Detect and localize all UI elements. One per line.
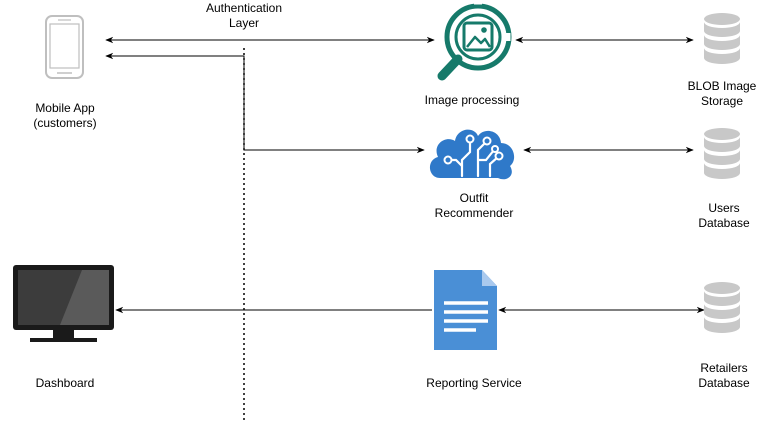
smartphone-icon [45,15,84,79]
reporting-service-label: Reporting Service [426,376,522,390]
auth-layer-label: Authentication Layer [205,1,283,30]
mobile-app-label: Mobile App (customers) [33,101,97,130]
blob-storage-label: BLOB Image Storage [687,79,757,108]
database-icon [704,282,740,333]
edge-recommender-mobile [105,52,425,154]
retailers-db-label: Retailers Database [698,361,750,390]
database-icon [704,128,740,179]
dashboard-label: Dashboard [35,376,95,390]
monitor-icon [13,265,114,342]
outfit-recommender-label: Outfit Recommender [434,191,514,220]
image-search-icon [437,0,512,81]
document-icon [434,270,497,350]
brain-cloud-icon [429,129,515,180]
database-icon [704,13,740,64]
users-db-label: Users Database [698,201,750,230]
image-processing-label: Image processing [424,93,520,107]
